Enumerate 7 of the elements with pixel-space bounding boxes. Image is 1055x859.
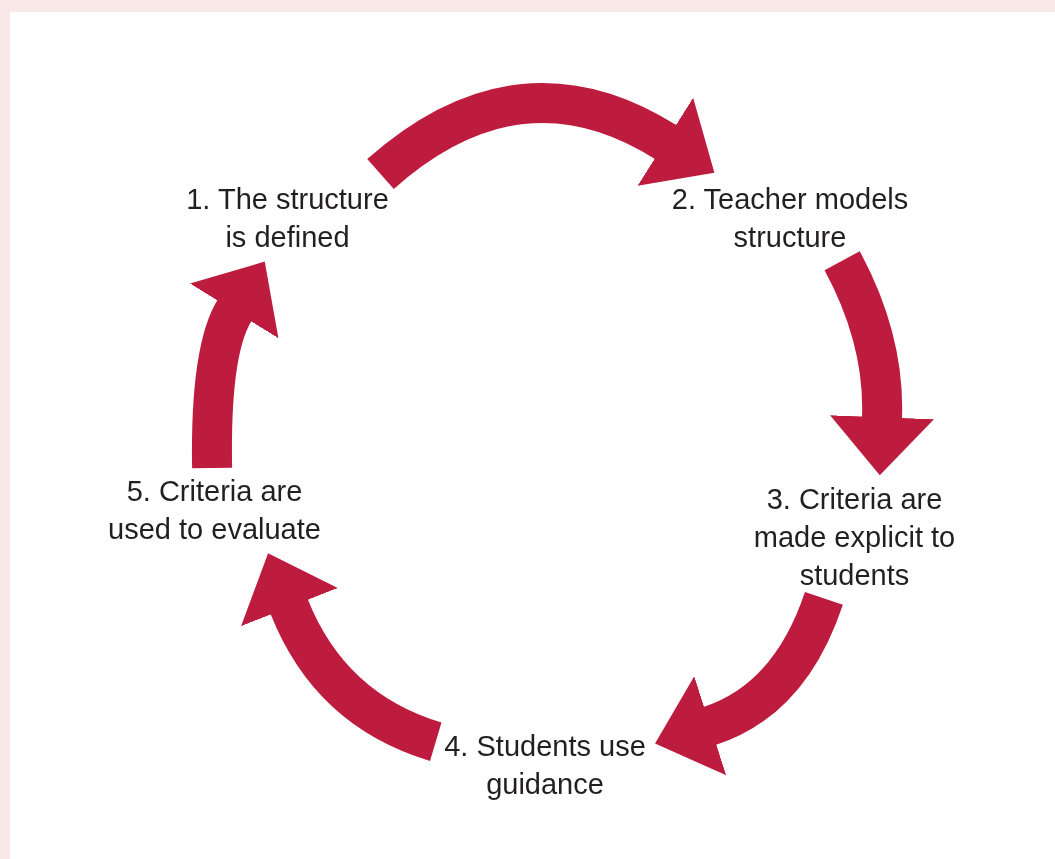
step-label: 2. Teacher models structure <box>670 182 910 255</box>
curved-arrow <box>824 251 934 476</box>
step-label: 5. Criteria are used to evaluate <box>107 474 322 547</box>
curved-arrow <box>188 260 280 469</box>
step-label: 3. Criteria are made explicit to students <box>752 482 957 593</box>
step-label: 1. The structure is defined <box>185 182 390 255</box>
step-label: 4. Students use guidance <box>443 729 647 802</box>
